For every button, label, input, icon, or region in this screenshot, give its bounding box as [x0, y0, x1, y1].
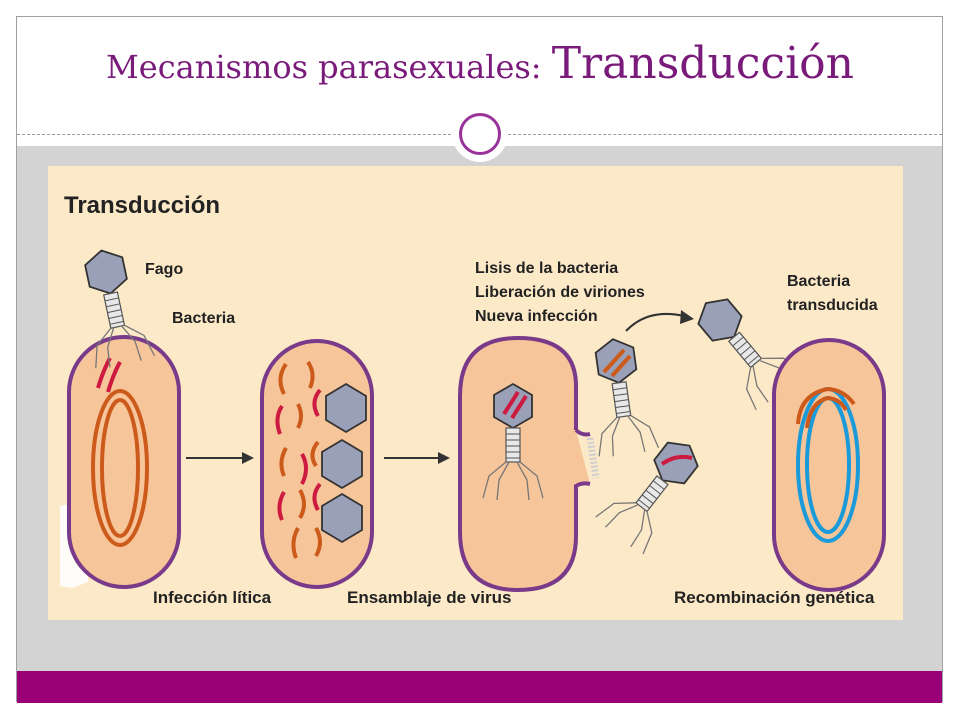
arrow-2	[384, 452, 450, 464]
step-label-infeccion-litica: Infección lítica	[153, 588, 272, 607]
label-bacteria-transducida-1: Bacteria	[787, 273, 850, 290]
bacterium-3-lysing	[458, 335, 600, 593]
bacterium-1	[60, 335, 181, 589]
slide-title-prefix: Mecanismos parasexuales:	[106, 48, 552, 86]
arrow-new-infection	[625, 310, 694, 332]
figure-title: Transducción	[64, 192, 220, 219]
step-label-ensamblaje: Ensamblaje de virus	[347, 588, 511, 607]
label-liberacion: Liberación de viriones	[475, 284, 645, 301]
transduction-diagram: Transducción Fago Bacteria	[60, 192, 886, 607]
label-nueva-infeccion: Nueva infección	[475, 308, 598, 325]
slide-title-main: Transducción	[551, 38, 854, 89]
bacterium-2	[260, 339, 374, 589]
circle-ornament-icon	[452, 106, 508, 162]
released-phage-2	[593, 426, 715, 557]
released-phage-1	[582, 334, 660, 460]
transduction-figure: Transducción Fago Bacteria	[48, 166, 903, 620]
ornament-ring	[459, 113, 501, 155]
bacterium-transduced	[772, 338, 886, 592]
bottom-accent-bar	[17, 671, 942, 703]
step-label-recombinacion: Recombinación genética	[674, 588, 875, 607]
label-lisis: Lisis de la bacteria	[475, 260, 618, 277]
label-fago: Fago	[145, 261, 183, 278]
label-bacteria-transducida-2: transducida	[787, 297, 878, 314]
arrow-1	[186, 452, 254, 464]
label-bacteria: Bacteria	[172, 310, 235, 327]
slide-title: Mecanismos parasexuales: Transducción	[0, 38, 960, 89]
